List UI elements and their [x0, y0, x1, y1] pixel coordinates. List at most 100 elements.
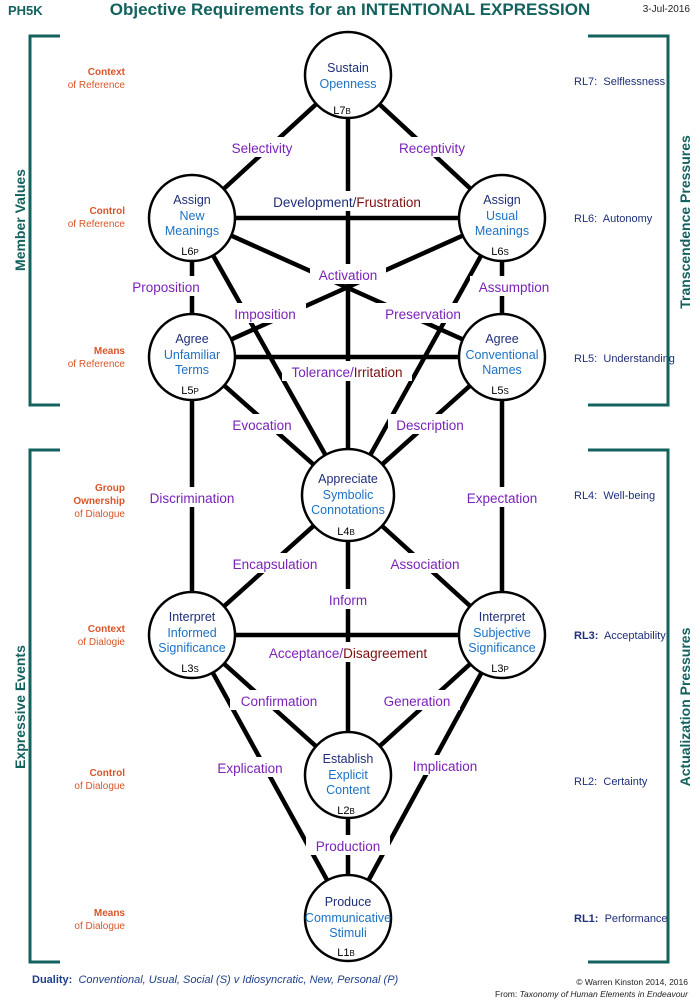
- path-l3p-l1: [345, 632, 505, 921]
- label-explication: Explication: [217, 761, 282, 776]
- label-encapsulation: Encapsulation: [233, 557, 318, 572]
- label-selectivity: Selectivity: [232, 141, 293, 156]
- node-l1: Produce Communicative Stimuli L1B: [303, 873, 393, 963]
- level-rl1: RL1: Performance: [574, 913, 668, 925]
- duality-note: Duality: Conventional, Usual, Social (S)…: [32, 974, 399, 986]
- label-evocation: Evocation: [232, 418, 291, 433]
- svg-text:Agree: Agree: [175, 332, 208, 346]
- svg-text:Communicative: Communicative: [305, 911, 391, 925]
- svg-text:Terms: Terms: [175, 363, 209, 377]
- svg-text:Produce: Produce: [325, 895, 372, 909]
- node-l7: Sustain Openness L7B: [303, 30, 393, 120]
- svg-text:Explicit: Explicit: [328, 768, 368, 782]
- svg-text:Significance: Significance: [158, 641, 225, 655]
- level-rl7: RL7: Selflessness: [574, 76, 666, 88]
- svg-text:Symbolic: Symbolic: [323, 488, 374, 502]
- svg-text:L7B: L7B: [333, 105, 351, 117]
- page-date: 3-Jul-2016: [642, 4, 690, 15]
- svg-text:L1B: L1B: [337, 947, 355, 959]
- label-assumption: Assumption: [479, 280, 550, 295]
- svg-text:Meanings: Meanings: [165, 224, 219, 238]
- node-l5s: Agree Conventional Names L5S: [457, 312, 547, 402]
- svg-text:Sustain: Sustain: [327, 61, 369, 75]
- level-rl5: RL5: Understanding: [574, 353, 675, 365]
- label-receptivity: Receptivity: [399, 141, 465, 156]
- label-development-frustration: Development/Frustration: [273, 195, 421, 210]
- svg-text:Agree: Agree: [485, 332, 518, 346]
- node-l5p: Agree Unfamiliar Terms L5P: [147, 312, 237, 402]
- svg-text:L6S: L6S: [491, 246, 509, 258]
- path-l6s-l5p: [189, 215, 505, 360]
- label-discrimination: Discrimination: [150, 491, 235, 506]
- node-l6s: Assign Usual Meanings L6S: [457, 173, 547, 263]
- svg-text:Content: Content: [326, 783, 370, 797]
- bracket-member-values: [28, 34, 60, 407]
- svg-text:L5P: L5P: [181, 385, 199, 397]
- label-tolerance-irritation: Tolerance/Irritation: [291, 365, 402, 380]
- label-acceptance-disagreement: Acceptance/Disagreement: [269, 646, 428, 661]
- svg-text:L2B: L2B: [337, 805, 355, 817]
- label-activation: Activation: [319, 268, 378, 283]
- label-description: Description: [396, 418, 464, 433]
- node-l3p: Interpret Subjective Significance L3P: [457, 590, 547, 680]
- label-inform: Inform: [329, 593, 367, 608]
- svg-text:L6P: L6P: [181, 246, 199, 258]
- label-association: Association: [390, 557, 459, 572]
- copyright-note: © Warren Kinston 2014, 2016 From: Taxono…: [495, 977, 688, 999]
- svg-text:Assign: Assign: [173, 193, 211, 207]
- svg-text:Unfamiliar: Unfamiliar: [164, 348, 220, 362]
- svg-text:Establish: Establish: [323, 752, 374, 766]
- level-rl6: RL6: Autonomy: [574, 213, 653, 225]
- bracket-transcendence: [588, 34, 670, 407]
- page-code: PH5K: [8, 3, 43, 18]
- label-confirmation: Confirmation: [241, 694, 318, 709]
- page-title: Objective Requirements for an INTENTIONA…: [109, 0, 591, 19]
- label-preservation: Preservation: [385, 307, 461, 322]
- level-rl3: RL3: Acceptability: [574, 630, 666, 642]
- node-l2: Establish Explicit Content L2B: [303, 730, 393, 820]
- svg-text:Interpret: Interpret: [169, 610, 216, 624]
- bracket-actualization: [588, 448, 670, 964]
- label-proposition: Proposition: [132, 280, 200, 295]
- label-imposition: Imposition: [234, 307, 296, 322]
- svg-text:Appreciate: Appreciate: [318, 472, 378, 486]
- path-labels: Selectivity Receptivity Development/Frus…: [124, 137, 558, 855]
- group-brackets: [28, 34, 670, 964]
- svg-text:Names: Names: [482, 363, 522, 377]
- level-rl4: RL4: Well-being: [574, 490, 656, 502]
- svg-text:L3P: L3P: [491, 663, 509, 675]
- label-expectation: Expectation: [467, 491, 538, 506]
- svg-text:Subjective: Subjective: [473, 626, 531, 640]
- svg-text:Interpret: Interpret: [479, 610, 526, 624]
- svg-text:New: New: [179, 209, 205, 223]
- node-l3s: Interpret Informed Significance L3S: [147, 590, 237, 680]
- label-implication: Implication: [413, 759, 478, 774]
- svg-text:L3S: L3S: [181, 663, 199, 675]
- svg-text:Stimuli: Stimuli: [329, 926, 367, 940]
- svg-text:Informed: Informed: [167, 626, 216, 640]
- svg-text:Connotations: Connotations: [311, 503, 385, 517]
- svg-text:Significance: Significance: [468, 641, 535, 655]
- bracket-expressive-events: [28, 448, 60, 964]
- svg-text:L5S: L5S: [491, 385, 509, 397]
- svg-text:L4B: L4B: [337, 526, 355, 538]
- label-generation: Generation: [384, 694, 451, 709]
- label-production: Production: [316, 839, 381, 854]
- svg-text:Assign: Assign: [483, 193, 521, 207]
- svg-text:Meanings: Meanings: [475, 224, 529, 238]
- nodes: Sustain Openness L7B Assign New Meanings…: [147, 30, 547, 963]
- node-l4: Appreciate Symbolic Connotations L4B: [300, 447, 396, 543]
- level-rl2: RL2: Certainty: [574, 776, 648, 788]
- svg-text:Usual: Usual: [486, 209, 518, 223]
- node-l6p: Assign New Meanings L6P: [147, 173, 237, 263]
- svg-text:Conventional: Conventional: [466, 348, 539, 362]
- svg-text:Openness: Openness: [320, 77, 377, 91]
